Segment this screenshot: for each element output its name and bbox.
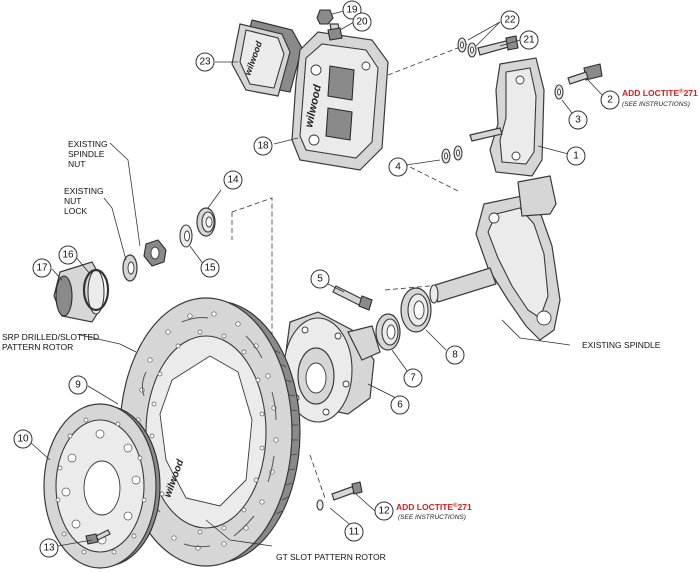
- svg-text:LOCK: LOCK: [64, 206, 87, 216]
- svg-text:NUT: NUT: [68, 159, 85, 169]
- callout-15: 15: [200, 258, 220, 278]
- callout-14: 14: [223, 170, 243, 190]
- hub: [283, 311, 381, 423]
- callout-7: 7: [403, 368, 423, 388]
- callout-3: 3: [568, 110, 588, 130]
- svg-text:ADD LOCTITE®271: ADD LOCTITE®271: [396, 502, 472, 512]
- callout-12: 12: [374, 501, 394, 521]
- label-existing-nut-lock: EXISTING NUT LOCK: [64, 186, 104, 216]
- svg-text:(SEE INSTRUCTIONS): (SEE INSTRUCTIONS): [622, 101, 690, 108]
- grease-seal: [400, 287, 432, 333]
- svg-text:15: 15: [204, 263, 216, 274]
- wheel-stud: [332, 285, 373, 311]
- leader-lines: [29, 9, 605, 547]
- mounting-stud: [477, 35, 519, 56]
- nut-lock: [122, 254, 138, 282]
- label-rotor-type: SRP DRILLED/SLOTTED PATTERN ROTOR: [2, 332, 99, 352]
- callout-23: 23: [195, 52, 215, 72]
- hat-bolt: [85, 529, 111, 545]
- svg-text:19: 19: [346, 5, 358, 16]
- svg-text:18: 18: [257, 141, 269, 152]
- spacer-washers: [441, 145, 463, 164]
- loctite-note-bottom: ADD LOCTITE®271 (SEE INSTRUCTIONS): [396, 502, 472, 521]
- rotor-bolt-washer: [316, 499, 324, 511]
- svg-text:9: 9: [75, 380, 81, 391]
- callout-16: 16: [58, 245, 78, 265]
- rotor-bolt: [331, 481, 363, 501]
- bracket-washer: [554, 84, 564, 100]
- callout-11: 11: [344, 522, 364, 542]
- caliper: wilwood: [291, 31, 389, 171]
- svg-text:NUT: NUT: [64, 196, 81, 206]
- callout-21: 21: [519, 30, 539, 50]
- callout-22: 22: [500, 10, 520, 30]
- svg-text:SPINDLE: SPINDLE: [68, 149, 105, 159]
- svg-text:EXISTING SPINDLE: EXISTING SPINDLE: [582, 340, 661, 350]
- callout-4: 4: [388, 157, 408, 177]
- inner-bearing: [375, 313, 401, 351]
- svg-text:11: 11: [349, 527, 360, 538]
- outer-bearing: [196, 207, 216, 237]
- label-existing-spindle: EXISTING SPINDLE: [582, 340, 661, 350]
- svg-text:EXISTING: EXISTING: [64, 186, 104, 196]
- svg-text:4: 4: [395, 162, 401, 173]
- svg-text:SRP DRILLED/SLOTTED: SRP DRILLED/SLOTTED: [2, 332, 99, 342]
- existing-spindle: [429, 175, 561, 341]
- svg-text:16: 16: [62, 250, 74, 261]
- rotor: [119, 297, 301, 567]
- label-existing-spindle-nut: EXISTING SPINDLE NUT: [68, 139, 108, 169]
- callout-8: 8: [445, 345, 465, 365]
- callout-2: 2: [600, 90, 620, 110]
- callout-1: 1: [566, 146, 586, 166]
- svg-text:3: 3: [575, 115, 581, 126]
- rotor-hat: wilwood: [43, 403, 187, 569]
- mounting-washers: [457, 37, 477, 58]
- brake-pads: wilwood: [231, 19, 303, 97]
- svg-text:2: 2: [607, 95, 613, 106]
- bleed-screw-cap: [327, 27, 343, 41]
- spindle-washer: [179, 224, 193, 248]
- svg-text:23: 23: [199, 57, 211, 68]
- callout-20: 20: [352, 12, 372, 32]
- svg-text:1: 1: [573, 151, 579, 162]
- svg-text:8: 8: [452, 350, 458, 361]
- svg-text:12: 12: [378, 506, 390, 517]
- svg-text:GT SLOT PATTERN ROTOR: GT SLOT PATTERN ROTOR: [276, 552, 386, 562]
- svg-text:7: 7: [410, 373, 416, 384]
- label-gt-slot: GT SLOT PATTERN ROTOR: [276, 552, 386, 562]
- svg-text:22: 22: [504, 15, 516, 26]
- svg-text:EXISTING: EXISTING: [68, 139, 108, 149]
- callout-18: 18: [253, 136, 273, 156]
- svg-text:13: 13: [43, 543, 55, 554]
- svg-text:14: 14: [227, 175, 239, 186]
- spindle-nut: [143, 239, 167, 267]
- svg-text:PATTERN ROTOR: PATTERN ROTOR: [2, 342, 73, 352]
- callout-6: 6: [390, 395, 410, 415]
- callout-17: 17: [32, 258, 52, 278]
- callout-13: 13: [39, 538, 59, 558]
- caliper-bracket: [469, 57, 545, 177]
- svg-text:(SEE INSTRUCTIONS): (SEE INSTRUCTIONS): [398, 514, 466, 521]
- loctite-note-top: ADD LOCTITE®271 (SEE INSTRUCTIONS): [622, 88, 698, 108]
- svg-text:ADD LOCTITE®271: ADD LOCTITE®271: [622, 88, 698, 98]
- svg-text:10: 10: [17, 434, 29, 445]
- svg-text:21: 21: [523, 35, 535, 46]
- svg-text:5: 5: [317, 274, 323, 285]
- svg-text:6: 6: [397, 400, 403, 411]
- bracket-bolt: [567, 63, 603, 85]
- svg-text:17: 17: [36, 263, 48, 274]
- o-ring: [82, 268, 110, 312]
- svg-text:20: 20: [356, 17, 368, 28]
- callout-10: 10: [13, 429, 33, 449]
- callout-5: 5: [310, 269, 330, 289]
- callout-9: 9: [68, 375, 88, 395]
